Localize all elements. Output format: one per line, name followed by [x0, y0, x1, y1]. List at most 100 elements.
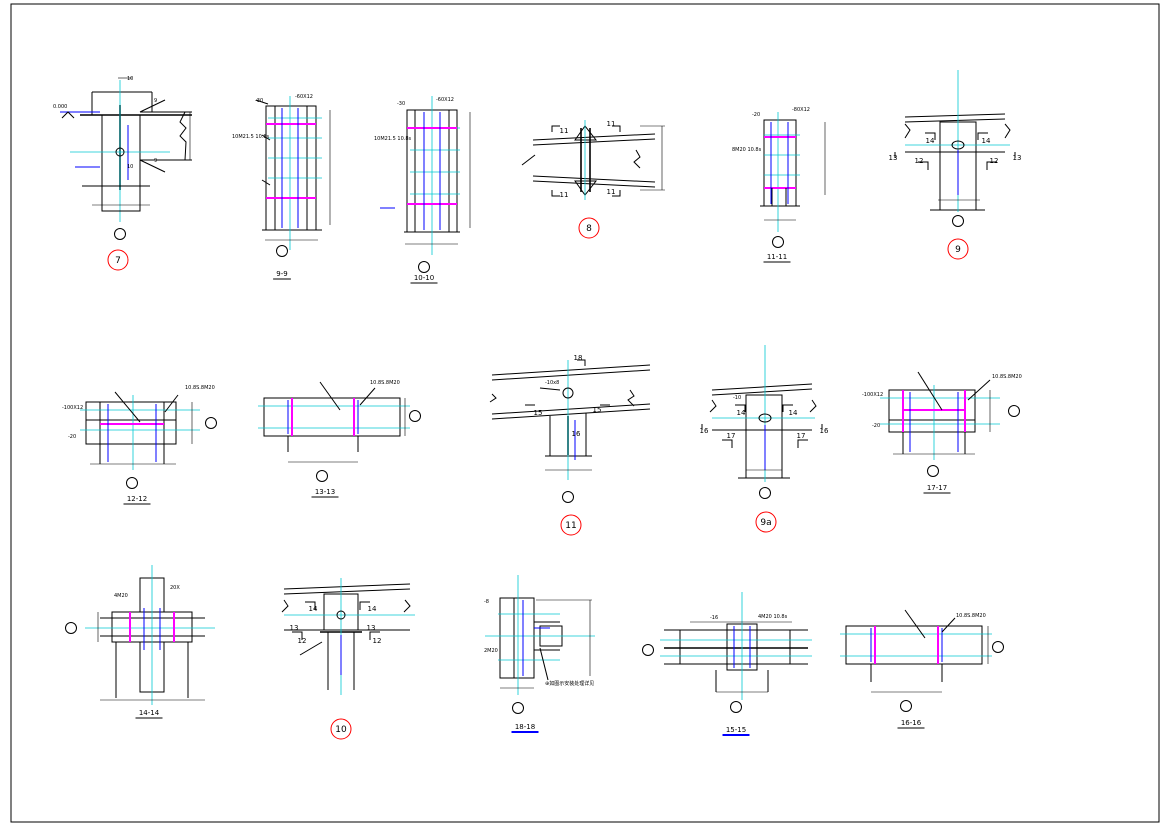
section-title: 17-17	[927, 484, 947, 492]
svg-text:-20: -20	[68, 434, 76, 440]
detail-mark-circle	[107, 249, 129, 271]
detail-mark-label: 10	[335, 725, 347, 735]
section-cut-label: 13	[290, 624, 299, 632]
svg-text:10: 10	[127, 164, 133, 170]
section-title: 9-9	[276, 270, 287, 278]
reference-circle	[409, 410, 421, 422]
reference-circle	[772, 236, 784, 248]
section-cut-label: 11	[560, 127, 569, 135]
svg-text:10.8S.8M20: 10.8S.8M20	[370, 380, 400, 386]
svg-text:4M20 10.8s: 4M20 10.8s	[758, 614, 788, 620]
reference-circle	[927, 465, 939, 477]
reference-circle	[642, 644, 654, 656]
section-title: 13-13	[315, 488, 335, 496]
reference-circle	[65, 622, 77, 634]
svg-text:-20: -20	[872, 423, 880, 429]
section-cut-label: 14	[368, 605, 377, 613]
detail-7: 0.000 9 9 10 10	[53, 76, 192, 222]
section-cut-label: 11	[560, 191, 569, 199]
detail-16-16: 10.8S.8M20	[840, 609, 992, 693]
section-cut-label: 15	[534, 409, 543, 417]
reference-circle	[952, 215, 964, 227]
detail-9-9: -30 -60X12 10M21.5 10.8s	[232, 94, 331, 250]
section-cut-label: 13	[889, 154, 898, 162]
svg-text:-80X12: -80X12	[792, 107, 810, 113]
section-title: 14-14	[139, 709, 160, 717]
detail-11-11: -20 -80X12 8M20 10.8s	[732, 107, 826, 232]
section-cut-label: 16	[572, 430, 581, 438]
section-title: 11-11	[767, 253, 787, 261]
svg-text:10: 10	[127, 76, 133, 82]
reference-circle	[1008, 405, 1020, 417]
detail-mark-circle	[330, 718, 352, 740]
reference-circle	[126, 477, 138, 489]
detail-17-17: -100X12 -20 10.8S.8M20	[862, 371, 1022, 460]
svg-text:-60X12: -60X12	[436, 97, 454, 103]
section-cut-label: 17	[797, 432, 806, 440]
svg-text:10.8S.8M20: 10.8S.8M20	[992, 374, 1022, 380]
section-cut-label: 11	[607, 188, 616, 196]
detail-12-12: -100X12 -20 10.8S.8M20	[62, 385, 215, 470]
detail-mark-label: 7	[115, 256, 121, 266]
svg-text:-8: -8	[484, 599, 489, 605]
svg-text:9: 9	[154, 158, 157, 164]
section-title: 18-18	[515, 723, 535, 731]
svg-text:-10x8: -10x8	[545, 380, 559, 386]
section-title: 15-15	[726, 726, 746, 734]
section-cut-label: 12	[373, 637, 382, 645]
section-cut-label: 14	[737, 409, 746, 417]
reference-circle	[562, 491, 574, 503]
detail-mark-label: 11	[565, 521, 576, 531]
section-cut-label: 14	[926, 137, 935, 145]
svg-text:-30: -30	[397, 101, 405, 107]
detail-mark-circle	[578, 217, 600, 239]
section-title: 12-12	[127, 495, 147, 503]
section-cut-label: 16	[820, 427, 829, 435]
svg-text:-100X12: -100X12	[62, 405, 83, 411]
svg-text:10.8S.8M20: 10.8S.8M20	[185, 385, 215, 391]
reference-circle	[418, 261, 430, 273]
section-cut-label: 13	[1013, 154, 1022, 162]
svg-text:-10: -10	[733, 395, 741, 401]
detail-18-18: -8 2M20 ⊕如图示安装处理详见	[484, 575, 595, 695]
section-title: 10-10	[414, 274, 434, 282]
reference-circle	[114, 228, 126, 240]
svg-text:-20: -20	[752, 112, 760, 118]
detail-11: -10x8	[489, 359, 651, 480]
svg-text:2M20: 2M20	[484, 648, 498, 654]
svg-text:0.000: 0.000	[53, 104, 67, 110]
detail-mark-label: 8	[586, 224, 592, 234]
detail-mark-circle	[560, 514, 582, 536]
reference-circle	[730, 701, 742, 713]
svg-text:20X: 20X	[170, 585, 180, 591]
detail-9	[894, 70, 1016, 212]
svg-text:10M21.5 10.8s: 10M21.5 10.8s	[232, 134, 270, 140]
sheet-frame	[10, 3, 1160, 823]
section-cut-label: 13	[367, 624, 376, 632]
detail-13-13: 10.8S.8M20	[258, 380, 410, 463]
detail-9a: -10	[701, 345, 823, 482]
section-cut-label: 16	[700, 427, 709, 435]
section-cut-label: 17	[727, 432, 736, 440]
section-cut-label: 12	[298, 637, 307, 645]
detail-mark-label: 9a	[760, 518, 771, 528]
detail-10-10: -30 -60X12 10M21.5 10.8s	[374, 96, 471, 255]
detail-mark-circle	[755, 511, 777, 533]
detail-mark-circle	[947, 238, 969, 260]
detail-10	[281, 578, 415, 695]
section-cut-label: 12	[990, 157, 999, 165]
reference-circle	[759, 487, 771, 499]
reference-circle	[316, 470, 328, 482]
svg-text:9: 9	[154, 98, 157, 104]
section-cut-label: 14	[982, 137, 991, 145]
detail-14-14: 4M20 20X	[85, 565, 215, 705]
reference-circle	[900, 700, 912, 712]
svg-text:-60X12: -60X12	[295, 94, 313, 100]
section-cut-label: 11	[607, 120, 616, 128]
svg-text:10.8S.8M20: 10.8S.8M20	[956, 613, 986, 619]
section-cut-label: 12	[915, 157, 924, 165]
reference-circle	[512, 702, 524, 714]
